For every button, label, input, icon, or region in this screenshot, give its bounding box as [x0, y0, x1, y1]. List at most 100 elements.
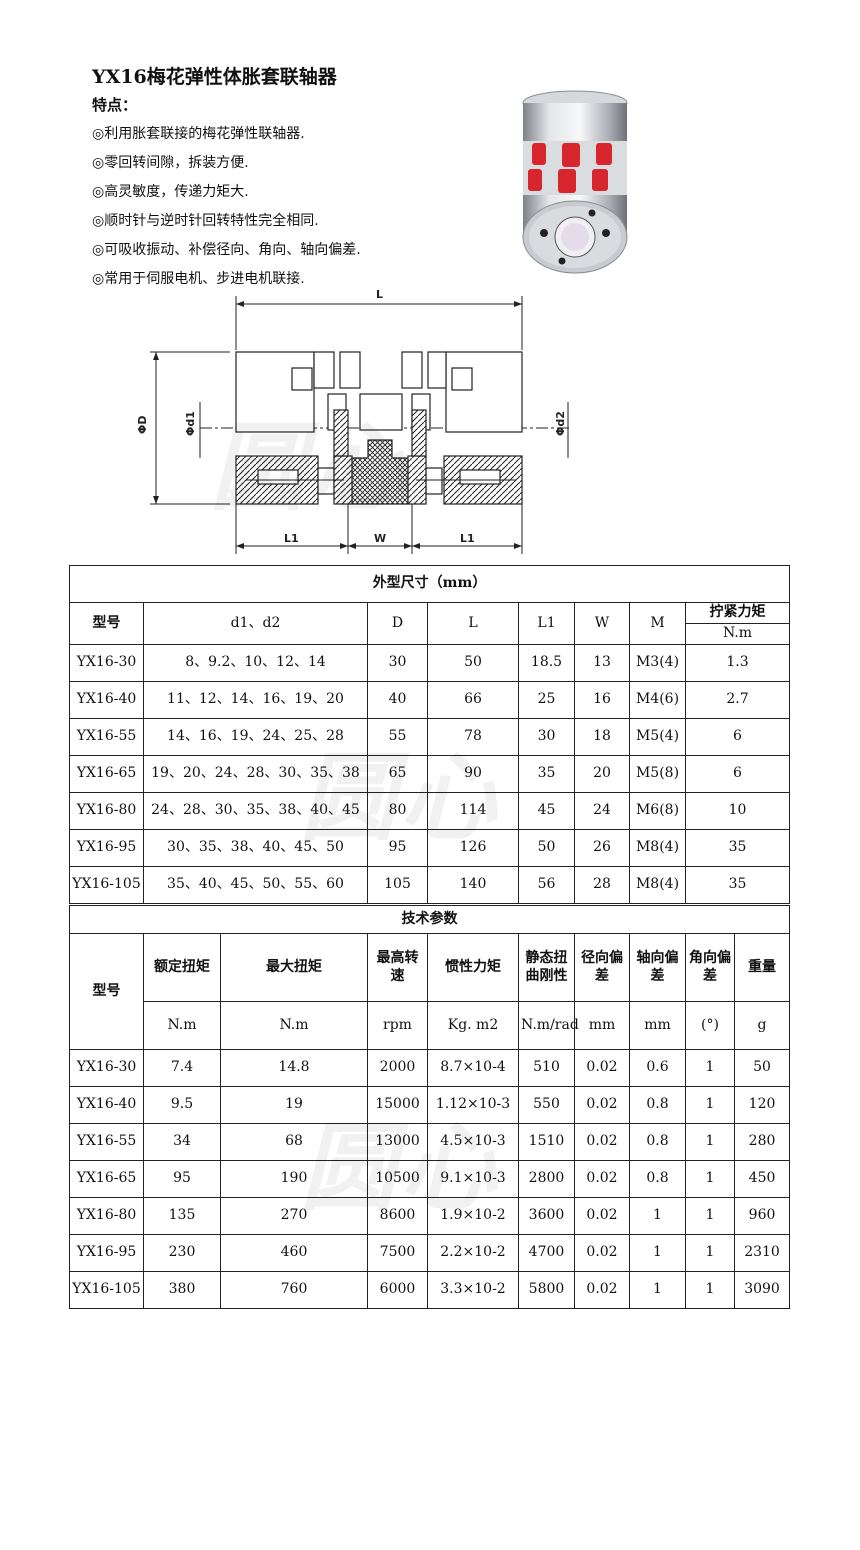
tech-unit-inertia: Kg. m2 [427, 1001, 519, 1050]
cell-D: 55 [367, 718, 428, 756]
cell-model: YX16-80 [69, 792, 144, 830]
cell-L1: 45 [518, 792, 575, 830]
cell-torque: 6 [684, 755, 791, 793]
cell-rated: 34 [143, 1123, 221, 1161]
cell-stiffness: 3600 [518, 1197, 575, 1235]
cell-torque: 35 [684, 829, 791, 867]
cell-inertia: 8.7×10-4 [427, 1049, 519, 1087]
cell-weight: 450 [733, 1160, 791, 1198]
technical-drawing: L ΦD Φd1 Φd2 L1 W L1 [136, 290, 570, 554]
header-W: W [574, 602, 630, 645]
feature-item: ◎高灵敏度，传递力矩大. [92, 184, 249, 200]
tech-header-max: 最大扭矩 [220, 933, 368, 1002]
cell-rated: 95 [143, 1160, 221, 1198]
tech-unit-max: N.m [220, 1001, 368, 1050]
feature-item: ◎零回转间隙，拆装方便. [92, 155, 249, 171]
features-label: 特点： [92, 96, 138, 114]
cell-radial: 0.02 [574, 1049, 630, 1087]
cell-angular: 1 [685, 1123, 735, 1161]
header-M: M [629, 602, 686, 645]
cell-radial: 0.02 [574, 1160, 630, 1198]
header-D: D [367, 602, 428, 645]
cell-M: M4(6) [629, 681, 686, 719]
cell-rated: 9.5 [143, 1086, 221, 1124]
tech-caption: 技术参数 [68, 905, 791, 934]
tech-header-rated: 额定扭矩 [143, 933, 221, 1002]
cell-angular: 1 [685, 1234, 735, 1272]
cell-stiffness: 510 [518, 1049, 575, 1087]
cell-rated: 230 [143, 1234, 221, 1272]
tech-header-speed: 最高转速 [367, 933, 428, 1002]
cell-radial: 0.02 [574, 1123, 630, 1161]
cell-angular: 1 [685, 1271, 735, 1309]
cell-weight: 120 [733, 1086, 791, 1124]
cell-radial: 0.02 [574, 1086, 630, 1124]
cell-model: YX16-40 [69, 681, 144, 719]
cell-speed: 7500 [367, 1234, 428, 1272]
cell-model: YX16-30 [69, 1049, 144, 1087]
cell-speed: 2000 [367, 1049, 428, 1087]
cell-rated: 135 [143, 1197, 221, 1235]
cell-model: YX16-30 [69, 644, 144, 682]
cell-bore: 24、28、30、35、38、40、45 [143, 792, 368, 830]
cell-stiffness: 5800 [518, 1271, 575, 1309]
cell-M: M8(4) [629, 829, 686, 867]
cell-weight: 280 [733, 1123, 791, 1161]
cell-stiffness: 1510 [518, 1123, 575, 1161]
tech-unit-stiffness: N.m/rad [518, 1001, 579, 1050]
cell-W: 20 [574, 755, 630, 793]
cell-axial: 1 [629, 1234, 686, 1272]
cell-L1: 18.5 [518, 644, 575, 682]
tech-unit-axial: mm [629, 1001, 686, 1050]
dimensions-caption: 外型尺寸（mm） [68, 565, 791, 603]
cell-model: YX16-55 [69, 1123, 144, 1161]
label-W: W [374, 532, 386, 545]
tech-header-weight: 重量 [733, 933, 791, 1002]
feature-list: ◎利用胀套联接的梅花弹性联轴器. ◎零回转间隙，拆装方便. ◎高灵敏度，传递力矩… [92, 120, 361, 294]
header-torque: 拧紧力矩 [684, 602, 791, 624]
cell-L: 66 [427, 681, 519, 719]
tech-unit-angular: (°) [685, 1001, 735, 1050]
cell-rated: 7.4 [143, 1049, 221, 1087]
cell-max: 14.8 [220, 1049, 368, 1087]
cell-inertia: 1.9×10-2 [427, 1197, 519, 1235]
cell-max: 760 [220, 1271, 368, 1309]
cell-speed: 13000 [367, 1123, 428, 1161]
cell-bore: 30、35、38、40、45、50 [143, 829, 368, 867]
cell-L1: 35 [518, 755, 575, 793]
cell-L1: 50 [518, 829, 575, 867]
feature-item: ◎常用于伺服电机、步进电机联接. [92, 271, 305, 287]
header-model: 型号 [69, 602, 144, 645]
cell-max: 460 [220, 1234, 368, 1272]
cell-D: 40 [367, 681, 428, 719]
cell-radial: 0.02 [574, 1197, 630, 1235]
feature-item: ◎顺时针与逆时针回转特性完全相同. [92, 213, 319, 229]
tech-unit-weight: g [733, 1001, 791, 1050]
cell-bore: 8、9.2、10、12、14 [143, 644, 368, 682]
cell-L1: 25 [518, 681, 575, 719]
cell-model: YX16-95 [69, 1234, 144, 1272]
cell-L: 90 [427, 755, 519, 793]
cell-W: 18 [574, 718, 630, 756]
cell-stiffness: 2800 [518, 1160, 575, 1198]
cell-torque: 35 [684, 866, 791, 904]
cell-max: 270 [220, 1197, 368, 1235]
cell-angular: 1 [685, 1049, 735, 1087]
cell-inertia: 3.3×10-2 [427, 1271, 519, 1309]
cell-L: 126 [427, 829, 519, 867]
cell-W: 28 [574, 866, 630, 904]
cell-M: M6(8) [629, 792, 686, 830]
cell-bore: 35、40、45、50、55、60 [143, 866, 368, 904]
cell-axial: 1 [629, 1197, 686, 1235]
label-L1: L1 [284, 532, 299, 545]
cell-speed: 6000 [367, 1271, 428, 1309]
cell-inertia: 2.2×10-2 [427, 1234, 519, 1272]
cell-L: 114 [427, 792, 519, 830]
